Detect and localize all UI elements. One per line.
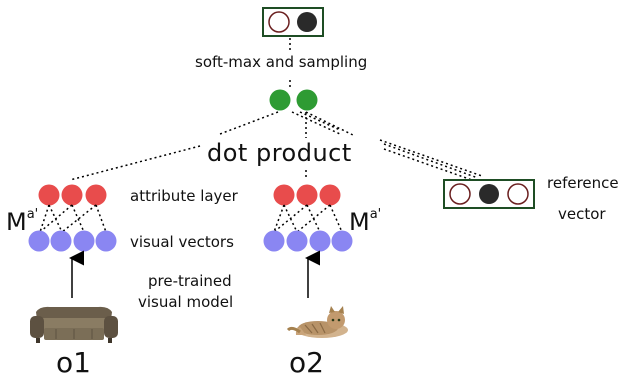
softmax-label: soft-max and sampling bbox=[195, 53, 368, 71]
output-node bbox=[269, 89, 291, 111]
visual-vectors-left bbox=[28, 230, 117, 252]
reference-label-line2: vector bbox=[558, 205, 606, 223]
pretrained-label-line1: pre-trained bbox=[148, 272, 232, 290]
output-filled-circle bbox=[297, 12, 317, 32]
output-node bbox=[296, 89, 318, 111]
dot-product-label: dot product bbox=[207, 139, 352, 167]
visual-vectors-right bbox=[263, 230, 353, 252]
matrix-connectors-right bbox=[273, 204, 343, 233]
cat-photo bbox=[286, 306, 348, 338]
sofa-photo bbox=[30, 306, 118, 343]
reference-empty-circle bbox=[449, 183, 471, 205]
attribute-layer-right bbox=[273, 184, 341, 206]
object-label-right: o2 bbox=[289, 346, 324, 379]
matrix-connectors-left bbox=[39, 204, 107, 233]
sampled-output-box bbox=[262, 7, 324, 37]
dot-product-connectors bbox=[219, 111, 356, 138]
matrix-label-right: Ma' bbox=[349, 207, 382, 236]
attribute-layer-left bbox=[38, 184, 107, 206]
reference-vector-box bbox=[443, 179, 535, 209]
output-empty-circle bbox=[268, 11, 290, 33]
reference-empty-circle bbox=[507, 183, 529, 205]
reference-label-line1: reference bbox=[547, 174, 619, 192]
output-nodes bbox=[269, 89, 318, 111]
reference-filled-circle bbox=[479, 184, 499, 204]
dot-product-inputs bbox=[69, 139, 483, 181]
object-label-left: o1 bbox=[56, 346, 91, 379]
visual-vectors-label: visual vectors bbox=[130, 233, 234, 251]
pretrained-label-line2: visual model bbox=[138, 293, 234, 311]
attribute-layer-label: attribute layer bbox=[130, 187, 238, 205]
matrix-label-left: Ma' bbox=[6, 207, 39, 236]
